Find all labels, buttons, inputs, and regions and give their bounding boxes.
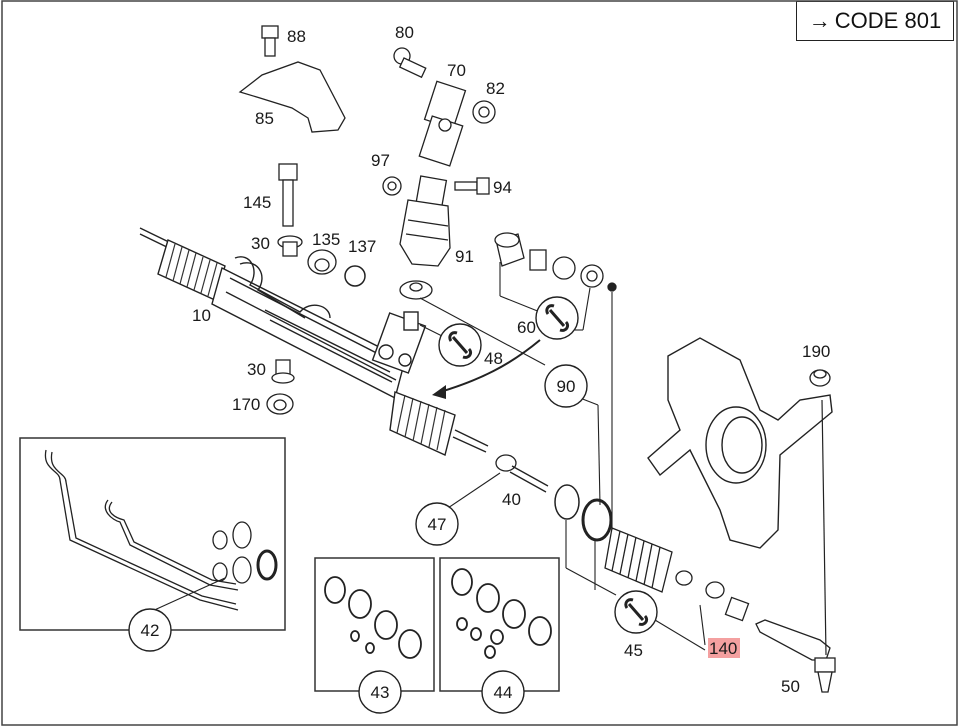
tie-rod-end-part-50[interactable]	[755, 619, 836, 693]
clamp-ring	[581, 498, 613, 542]
callout-circle-47[interactable]: 47	[415, 502, 459, 546]
callout-label-135[interactable]: 135	[312, 230, 340, 249]
heat-shield-part-85[interactable]	[238, 61, 346, 133]
callout-label-88[interactable]: 88	[287, 27, 306, 46]
hydraulic-lines-part-42[interactable]	[44, 449, 278, 611]
callout-circle-60[interactable]	[535, 296, 579, 340]
callout-circle-43[interactable]: 43	[358, 670, 402, 714]
code-label: CODE 801	[834, 8, 942, 33]
callout-circle-45[interactable]	[614, 590, 658, 634]
callout-label-190[interactable]: 190	[802, 342, 830, 361]
clamp-part-140[interactable]	[705, 581, 750, 622]
callout-label-30-lower[interactable]: 30	[247, 360, 266, 379]
bolt-part-88[interactable]	[261, 25, 279, 57]
inner-tie-rod-part-40[interactable]	[495, 454, 549, 493]
wrench-icon	[624, 598, 649, 626]
ring-part-137[interactable]	[344, 265, 366, 287]
callout-label-80[interactable]: 80	[395, 23, 414, 42]
coupling-boot-part-91[interactable]	[399, 175, 451, 267]
callout-label-40[interactable]: 40	[502, 490, 521, 509]
detail-box-42	[19, 437, 286, 631]
callout-circle-90[interactable]: 90	[544, 364, 588, 408]
callout-label-45[interactable]: 45	[624, 641, 643, 660]
universal-joint-part-70[interactable]	[418, 80, 467, 167]
callout-label-48[interactable]: 48	[484, 349, 503, 368]
callout-label-82[interactable]: 82	[486, 79, 505, 98]
callout-label-30-upper[interactable]: 30	[251, 234, 270, 253]
steering-knuckle	[647, 337, 833, 549]
callout-label-137[interactable]: 137	[348, 237, 376, 256]
wrench-icon	[448, 331, 473, 359]
seal-washer	[399, 280, 433, 300]
screw-part-80[interactable]	[393, 47, 427, 79]
callout-label-44: 44	[494, 683, 513, 702]
callout-label-60[interactable]: 60	[517, 318, 536, 337]
mount-part-170[interactable]	[266, 393, 294, 415]
callout-circle-42[interactable]: 42	[128, 608, 172, 652]
nut-part-190[interactable]	[809, 369, 831, 387]
adjuster-kit-parts-60[interactable]	[494, 232, 617, 292]
bushing-part-30-lower[interactable]	[271, 359, 295, 384]
mount-part-135[interactable]	[307, 249, 337, 275]
highlight-marker	[708, 638, 740, 658]
callout-label-97[interactable]: 97	[371, 151, 390, 170]
callout-label-90: 90	[557, 377, 576, 396]
callout-label-50[interactable]: 50	[781, 677, 800, 696]
callout-label-91[interactable]: 91	[455, 247, 474, 266]
steering-rack-part-10[interactable]	[139, 227, 489, 456]
nut-part-82[interactable]	[472, 100, 496, 124]
nut-part-97[interactable]	[382, 176, 402, 196]
ring-seal	[554, 484, 580, 520]
callout-label-42: 42	[141, 621, 160, 640]
bolt-part-145[interactable]	[278, 163, 298, 227]
callout-label-70[interactable]: 70	[447, 61, 466, 80]
callout-label-10[interactable]: 10	[192, 306, 211, 325]
callout-label-43: 43	[371, 683, 390, 702]
code-reference-box: → CODE 801	[796, 1, 954, 41]
callout-circle-44[interactable]: 44	[481, 670, 525, 714]
callout-label-140[interactable]: 140	[709, 639, 737, 658]
bushing-part-30-upper[interactable]	[277, 235, 303, 257]
arrow-right-icon: →	[808, 8, 831, 33]
callout-label-85[interactable]: 85	[255, 109, 274, 128]
seal-kit-part-43[interactable]	[324, 576, 422, 659]
rack-boot-part-45[interactable]	[604, 527, 693, 593]
wrench-icon	[545, 304, 570, 332]
callout-label-170[interactable]: 170	[232, 395, 260, 414]
callout-circle-48[interactable]	[438, 323, 482, 367]
arrow-head-icon	[432, 385, 446, 399]
leader-190-50	[821, 399, 827, 656]
bolt-part-94[interactable]	[454, 177, 490, 195]
callout-label-145[interactable]: 145	[243, 193, 271, 212]
callout-label-94[interactable]: 94	[493, 178, 512, 197]
curved-arrow	[439, 339, 541, 393]
leader-lines	[149, 262, 706, 651]
seal-kit-part-44[interactable]	[451, 568, 552, 659]
callout-label-47: 47	[428, 515, 447, 534]
